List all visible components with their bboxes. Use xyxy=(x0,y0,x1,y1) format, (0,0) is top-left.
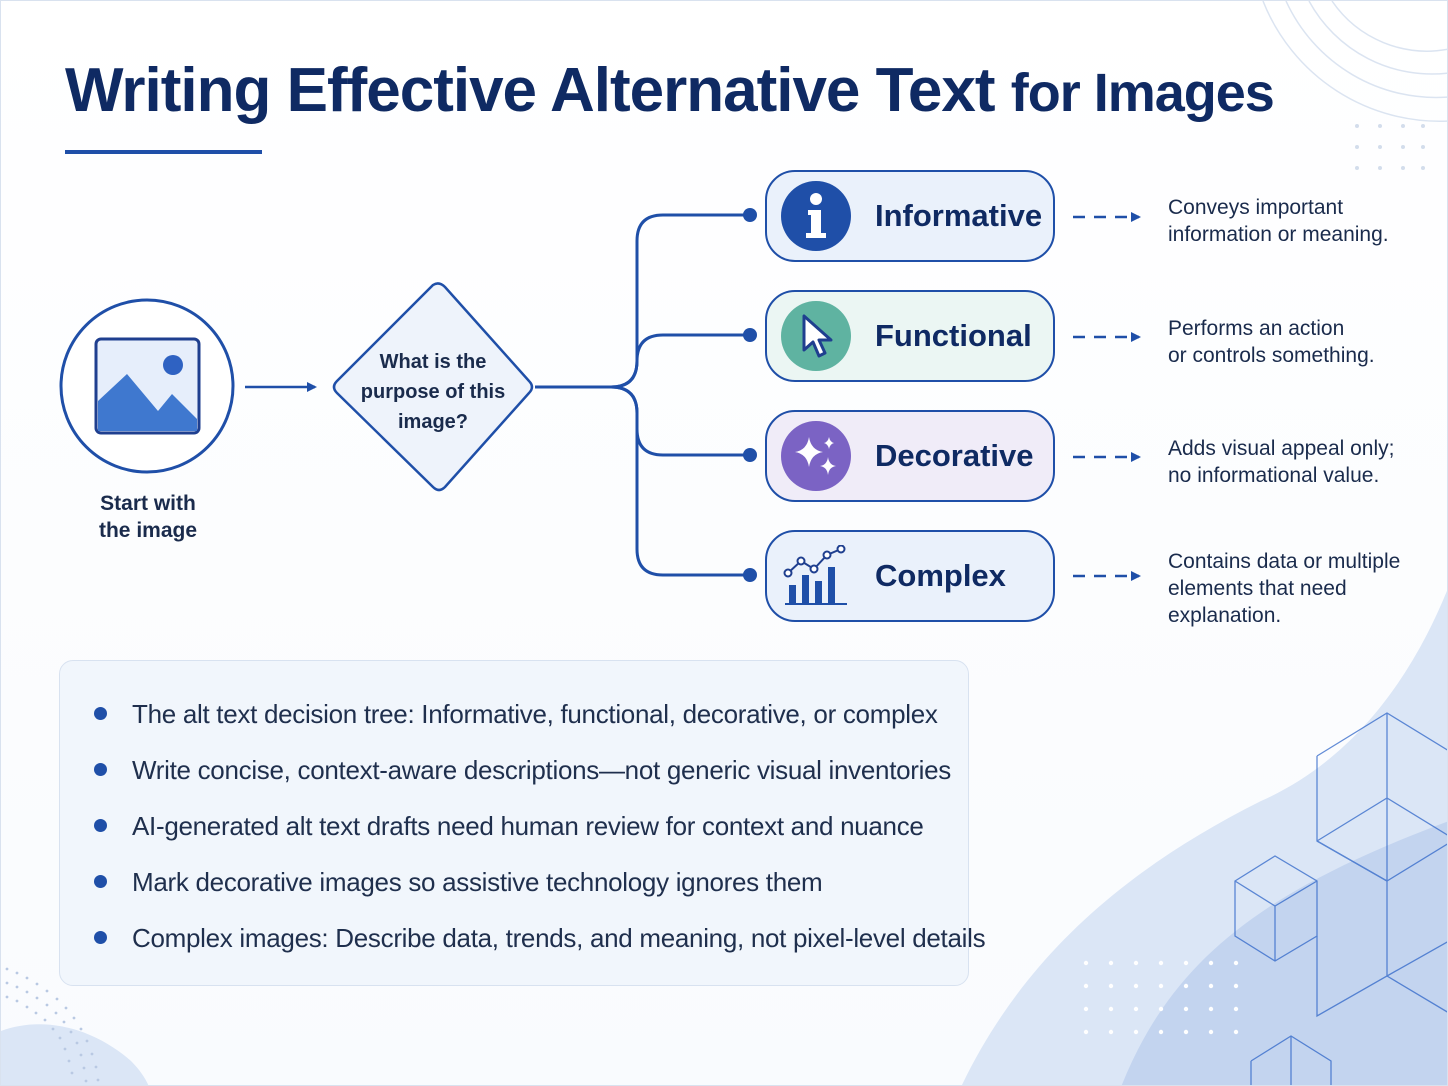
list-item: Write concise, context-aware description… xyxy=(92,743,985,799)
corner-arcs xyxy=(1262,1,1447,122)
title-suffix: for Images xyxy=(1010,63,1275,123)
cube-wireframes xyxy=(1234,712,1447,1085)
category-label: Functional xyxy=(875,318,1032,353)
decision-diamond xyxy=(332,282,534,492)
bullet-icon xyxy=(94,819,107,832)
bullet-icon xyxy=(94,931,107,944)
bullet-text: AI-generated alt text drafts need human … xyxy=(132,811,924,841)
bullet-icon xyxy=(94,763,107,776)
dashed-arrows xyxy=(1073,212,1141,581)
list-item: Complex images: Describe data, trends, a… xyxy=(92,911,986,967)
bullet-text: The alt text decision tree: Informative,… xyxy=(132,699,938,729)
category-functional: Functional xyxy=(765,290,1055,382)
image-icon xyxy=(94,337,201,435)
category-decorative: Decorative xyxy=(765,410,1055,502)
sparkle-icon xyxy=(781,421,851,491)
bullet-icon xyxy=(94,707,107,720)
dot-grid-bottom xyxy=(1083,960,1239,1035)
category-label: Informative xyxy=(875,198,1043,233)
bullet-text: Complex images: Describe data, trends, a… xyxy=(132,923,986,953)
key-points-list: The alt text decision tree: Informative,… xyxy=(92,687,986,967)
category-complex: Complex xyxy=(765,530,1055,622)
key-points-panel: The alt text decision tree: Informative,… xyxy=(59,660,986,986)
start-label: Start with the image xyxy=(98,492,198,542)
description-complex: Contains data or multiple elements that … xyxy=(1168,550,1401,627)
category-label: Decorative xyxy=(875,438,1034,473)
description-functional: Performs an action or controls something… xyxy=(1168,317,1375,367)
info-icon xyxy=(781,181,851,251)
cursor-icon xyxy=(781,301,851,371)
bullet-text: Write concise, context-aware description… xyxy=(132,755,951,785)
description-informative: Conveys important information or meaning… xyxy=(1168,196,1389,246)
description-decorative: Adds visual appeal only; no informationa… xyxy=(1168,437,1395,487)
bullet-text: Mark decorative images so assistive tech… xyxy=(132,867,823,897)
list-item: AI-generated alt text drafts need human … xyxy=(92,799,985,855)
page-title: Writing Effective Alternative Text for I… xyxy=(65,53,1275,131)
title-underline xyxy=(65,150,262,154)
list-item: Mark decorative images so assistive tech… xyxy=(92,855,985,911)
branch-endpoints xyxy=(743,208,757,582)
dot-arc-left xyxy=(5,967,100,1083)
dot-grid-top xyxy=(1355,124,1425,170)
branch-lines xyxy=(535,213,749,577)
bullet-icon xyxy=(94,875,107,888)
corner-blob-left xyxy=(1,1024,149,1085)
decision-question: What is the purpose of this image? xyxy=(360,351,506,433)
category-informative: Informative xyxy=(765,170,1055,262)
title-main: Writing Effective Alternative Text xyxy=(65,56,996,125)
chart-icon xyxy=(781,541,851,611)
wave-shape-dark xyxy=(1121,821,1447,1085)
list-item: The alt text decision tree: Informative,… xyxy=(92,687,985,743)
category-label: Complex xyxy=(875,558,1006,593)
